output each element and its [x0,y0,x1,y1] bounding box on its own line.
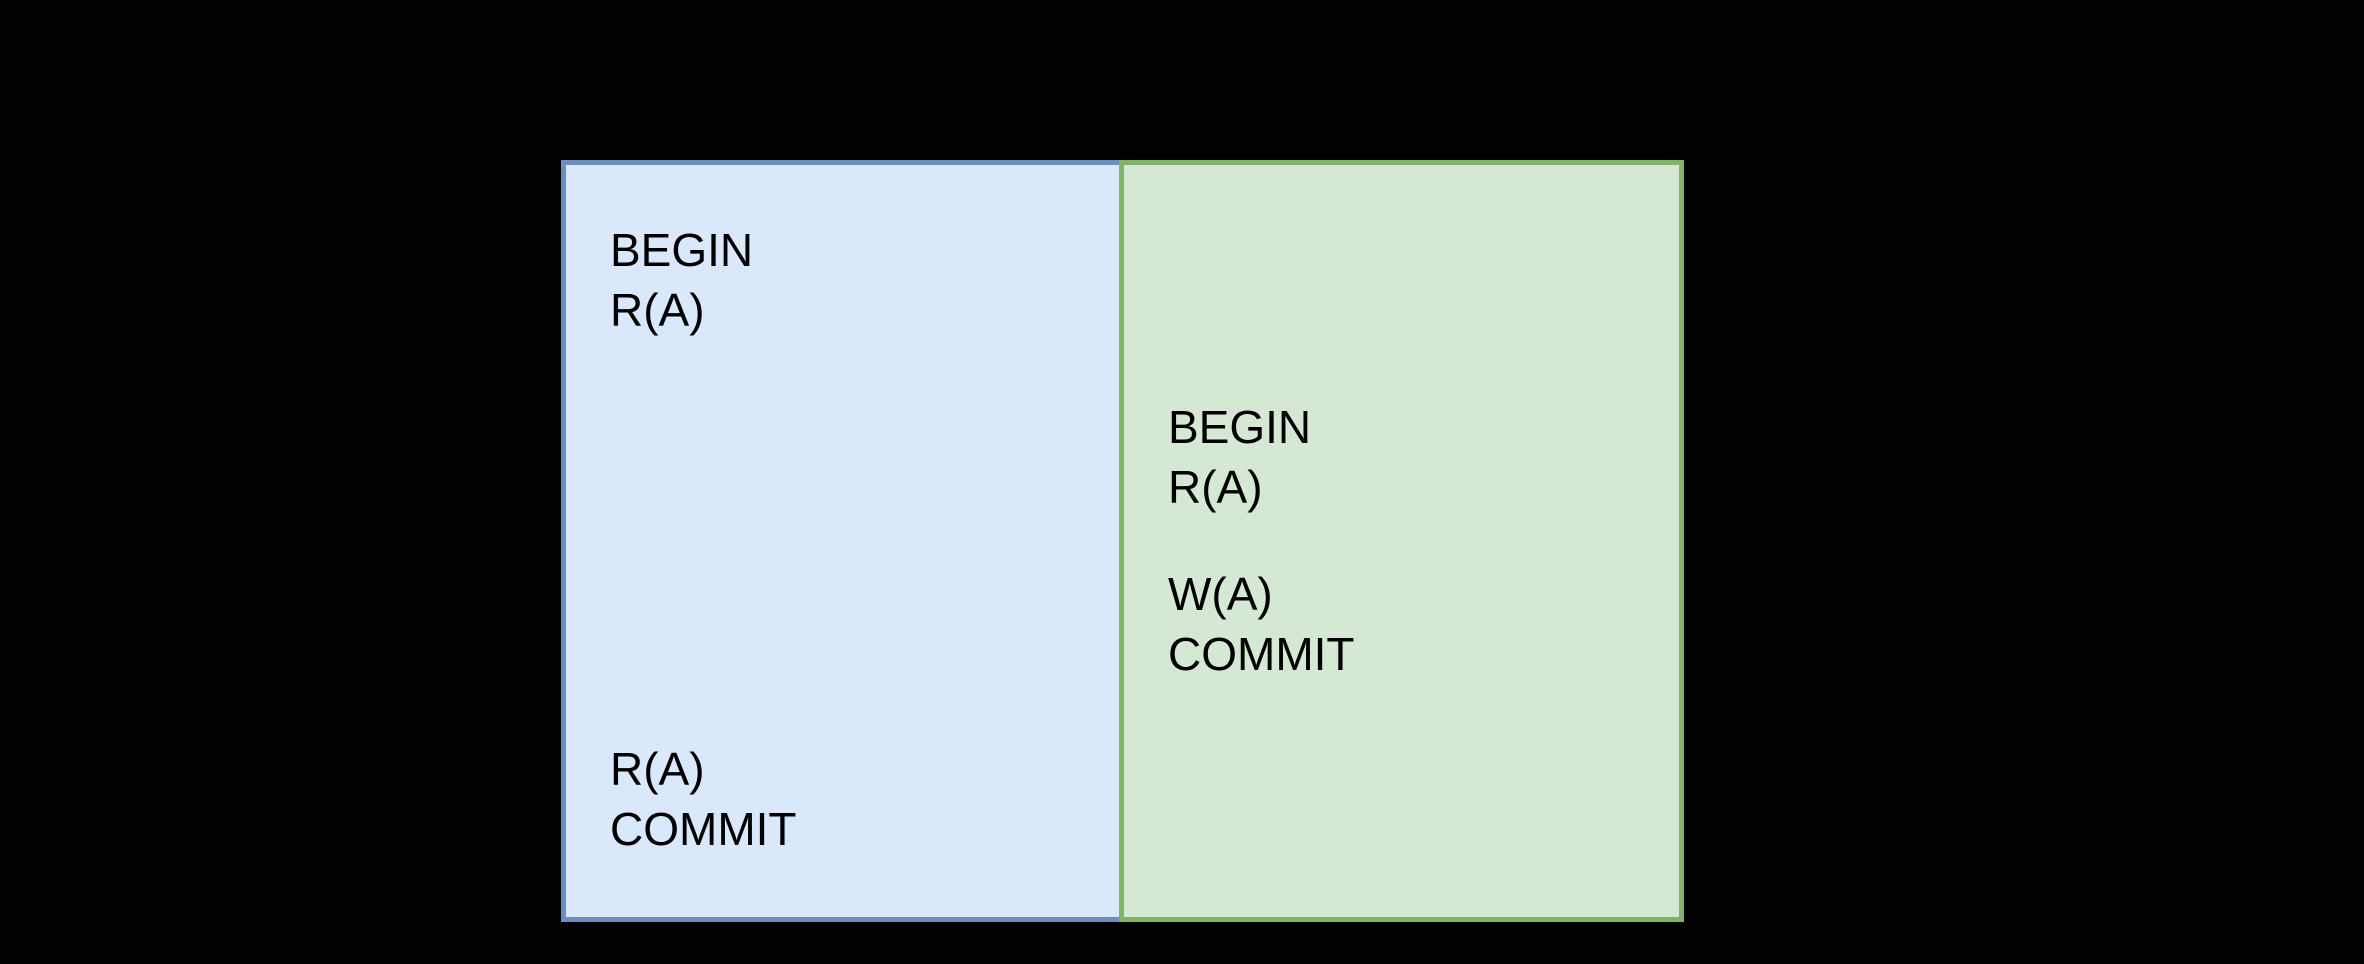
operation-line: BEGIN [1168,401,1312,453]
left-transaction-top-operations: BEGIN R(A) [610,220,753,340]
operation-line: W(A) [1168,568,1273,620]
transaction-box-left [561,160,1119,922]
operation-line: R(A) [610,284,705,336]
operation-line: BEGIN [610,224,754,276]
operation-line: COMMIT [1168,628,1355,680]
operation-line: R(A) [1168,461,1263,513]
right-transaction-bottom-operations: W(A) COMMIT [1168,564,1355,684]
operation-line: R(A) [610,743,705,795]
left-transaction-bottom-operations: R(A) COMMIT [610,739,797,859]
right-transaction-top-operations: BEGIN R(A) [1168,397,1311,517]
transaction-box-right [1119,160,1684,922]
operation-line: COMMIT [610,803,797,855]
